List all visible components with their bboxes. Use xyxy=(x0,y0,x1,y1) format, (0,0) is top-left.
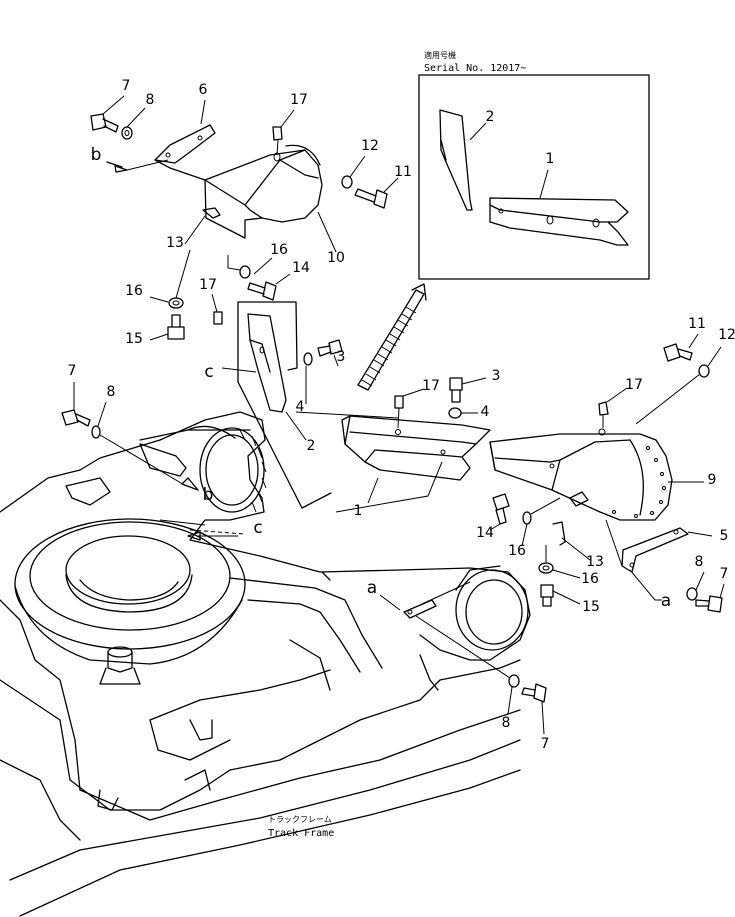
reference-letter-c: c xyxy=(253,518,262,538)
part-number-13: 13 xyxy=(166,235,184,251)
serial-inset: 適用号機 Serial No. 12017~ xyxy=(418,50,650,280)
reference-letter-c: c xyxy=(204,362,213,382)
part-number-11: 11 xyxy=(394,164,412,180)
part-number-9: 9 xyxy=(708,472,717,488)
part-number-6: 6 xyxy=(199,82,208,98)
fasteners-center xyxy=(295,339,399,419)
part-number-17: 17 xyxy=(199,277,217,293)
cover-strip xyxy=(357,283,427,391)
reference-letter-a: a xyxy=(661,591,671,611)
part-number-14: 14 xyxy=(476,525,494,541)
part-number-8: 8 xyxy=(146,92,155,108)
part-number-15: 15 xyxy=(125,331,143,347)
fasteners-top-left xyxy=(90,95,399,341)
part-number-2: 2 xyxy=(486,109,495,125)
part-number-7: 7 xyxy=(541,736,550,752)
frame-en-caption: Track Frame xyxy=(268,828,334,839)
part-number-1: 1 xyxy=(354,503,363,519)
cover-part-9 xyxy=(489,333,725,613)
part-number-14: 14 xyxy=(292,260,310,276)
part-number-16: 16 xyxy=(508,543,526,559)
reference-letter-a: a xyxy=(367,578,377,598)
part-number-8: 8 xyxy=(695,554,704,570)
part-number-4: 4 xyxy=(296,399,305,415)
part-number-4: 4 xyxy=(481,404,490,420)
part-number-16: 16 xyxy=(581,571,599,587)
part-number-8: 8 xyxy=(502,715,511,731)
reference-letter-b: b xyxy=(203,485,214,505)
part-number-17: 17 xyxy=(625,377,643,393)
part-number-15: 15 xyxy=(582,599,600,615)
frame-jp-caption: トラックフレーム xyxy=(268,815,332,824)
cover-part-10 xyxy=(154,99,337,253)
inset-serial-caption: Serial No. 12017~ xyxy=(424,63,526,74)
fasteners-bottom-right xyxy=(507,674,547,735)
channel-part-1 xyxy=(335,377,491,513)
part-number-7: 7 xyxy=(122,78,131,94)
part-number-1: 1 xyxy=(546,151,555,167)
part-number-7: 7 xyxy=(720,566,729,582)
part-number-16: 16 xyxy=(125,283,143,299)
part-number-11: 11 xyxy=(688,316,706,332)
part-number-17: 17 xyxy=(422,378,440,394)
part-number-16: 16 xyxy=(270,242,288,258)
part-number-5: 5 xyxy=(720,528,729,544)
part-number-12: 12 xyxy=(718,327,735,343)
part-number-3: 3 xyxy=(492,368,501,384)
part-number-13: 13 xyxy=(586,554,604,570)
part-number-7: 7 xyxy=(68,363,77,379)
reference-letter-b: b xyxy=(91,145,102,165)
part-number-17: 17 xyxy=(290,92,308,108)
track-frame xyxy=(0,411,531,917)
inset-jp-caption: 適用号機 xyxy=(424,50,456,60)
part-number-8: 8 xyxy=(107,384,116,400)
part-number-3: 3 xyxy=(337,349,346,365)
plate-part-2 xyxy=(221,301,332,509)
part-number-2: 2 xyxy=(307,438,316,454)
part-number-12: 12 xyxy=(361,138,379,154)
reference-arrows xyxy=(61,382,238,541)
part-number-10: 10 xyxy=(327,250,345,266)
